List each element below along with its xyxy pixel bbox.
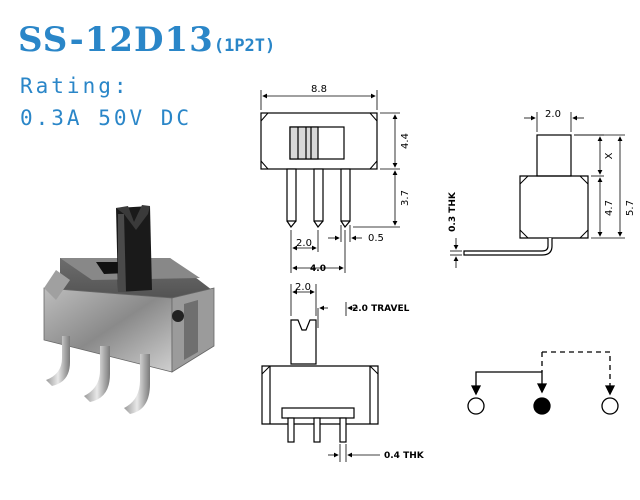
terminal-common	[533, 397, 551, 415]
dim-side-total-height: 5.7	[625, 200, 636, 216]
dim-side-thickness: 0.3 THK	[448, 191, 458, 232]
dim-side-width: 2.0	[545, 109, 561, 120]
dim-side-x: X	[604, 152, 615, 159]
model-number: SS-12D13	[18, 20, 214, 60]
top-view-drawing	[260, 90, 400, 273]
dim-pin-width: 0.5	[368, 233, 384, 244]
rating-value: 0.3A 50V DC	[20, 106, 193, 130]
terminal-1	[467, 397, 485, 415]
dim-pin-length: 3.7	[400, 190, 411, 206]
side-view-drawing	[450, 112, 625, 268]
circuit-schematic	[467, 351, 619, 415]
dim-lever-width: 2.0	[295, 282, 311, 293]
dim-travel: 2.0 TRAVEL	[352, 304, 410, 314]
dim-top-height: 4.4	[400, 133, 411, 149]
dim-side-body-height: 4.7	[604, 200, 615, 216]
front-view-drawing	[261, 284, 380, 462]
pole-throw-variant: (1P2T)	[213, 36, 276, 56]
product-title: SS-12D13(1P2T)	[18, 20, 275, 60]
rating-label: Rating:	[20, 74, 130, 98]
dim-top-width: 8.8	[311, 84, 327, 95]
dim-pin-span: 4.0	[310, 264, 326, 274]
terminal-2	[601, 397, 619, 415]
dim-pin-pitch: 2.0	[296, 238, 312, 249]
dim-pin-thickness: 0.4 THK	[384, 451, 425, 461]
switch-photo	[43, 205, 215, 414]
